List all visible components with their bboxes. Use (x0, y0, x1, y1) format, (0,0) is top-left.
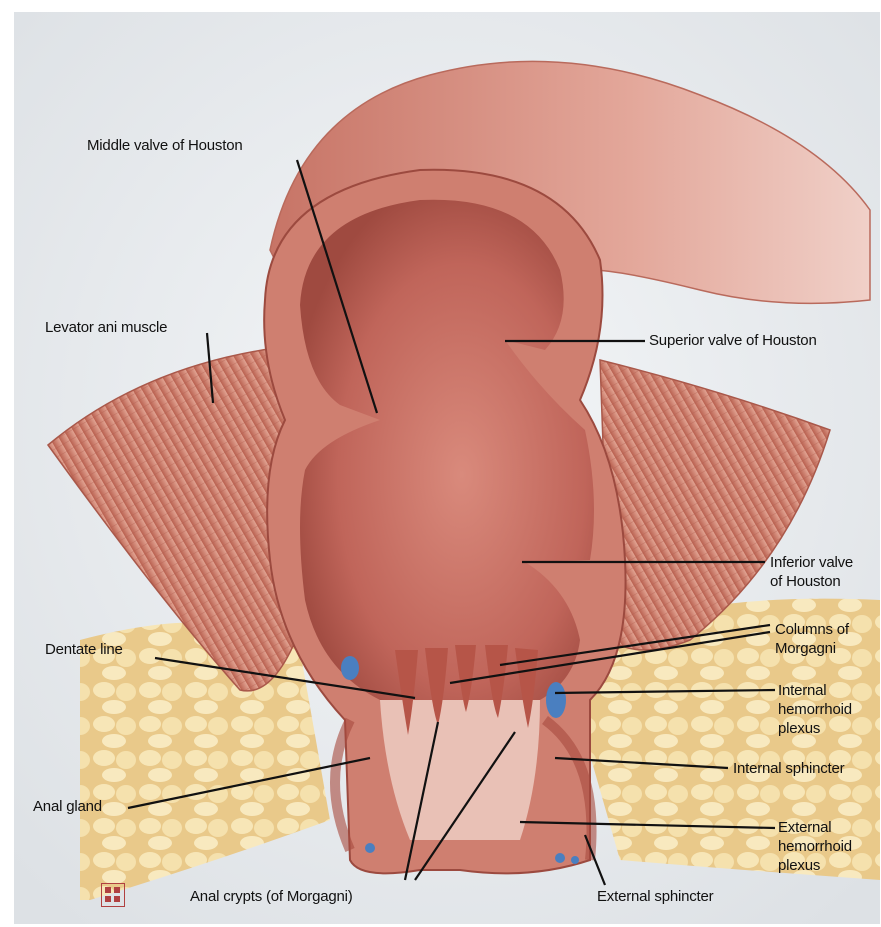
label-external-plexus: External hemorrhoid plexus (778, 818, 852, 875)
label-external-sphincter: External sphincter (597, 887, 713, 906)
label-internal-plexus: Internal hemorrhoid plexus (778, 681, 852, 738)
label-inferior-valve: Inferior valve of Houston (770, 553, 853, 591)
label-anal-crypts: Anal crypts (of Morgagni) (190, 887, 353, 906)
label-dentate-line: Dentate line (45, 640, 123, 659)
label-superior-valve: Superior valve of Houston (649, 331, 817, 350)
label-anal-gland: Anal gland (33, 797, 102, 816)
label-levator-ani: Levator ani muscle (45, 318, 167, 337)
label-columns-morgagni: Columns of Morgagni (775, 620, 849, 658)
label-internal-sphincter: Internal sphincter (733, 759, 844, 778)
rectal-lumen (300, 200, 594, 700)
anal-canal (380, 700, 540, 840)
publisher-logo (101, 883, 125, 907)
label-middle-valve: Middle valve of Houston (87, 136, 243, 155)
